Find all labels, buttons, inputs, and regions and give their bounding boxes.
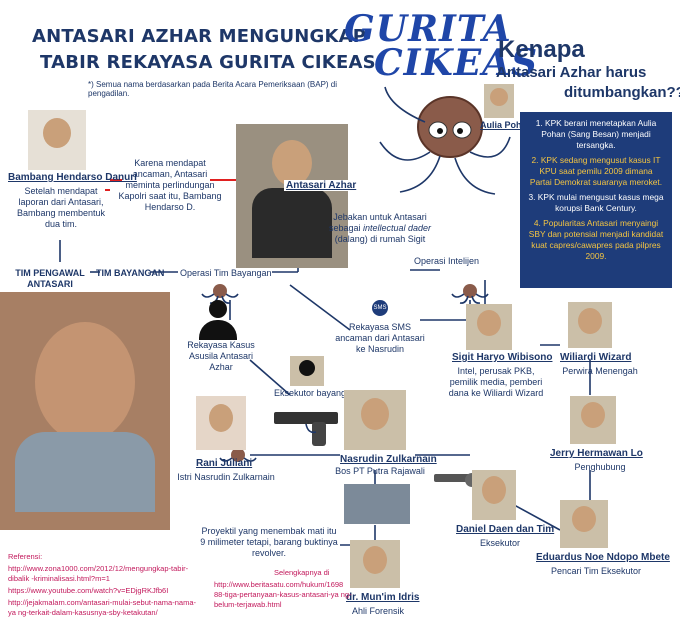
wiliardi-desc: Perwira Menengah: [562, 366, 638, 376]
rekayasa-sms: Rekayasa SMS ancaman dari Antasari ke Na…: [335, 322, 425, 354]
jerry-name: Jerry Hermawan Lo: [550, 448, 643, 459]
question-line-1: Kenapa: [498, 36, 585, 63]
jebakan-tail: (dalang) di rumah Sigit: [334, 234, 426, 244]
eduardus-photo: [560, 500, 608, 548]
bambang-photo: [28, 110, 86, 170]
reason-1: 1. KPK berani menetapkan Aulia Pohan (Sa…: [535, 118, 657, 150]
op-intelijen: Operasi Intelijen: [414, 256, 480, 266]
sms-icon: SMS: [372, 300, 388, 316]
nasrudin-desc: Bos PT Putra Rajawali: [335, 466, 425, 476]
tim-bayangan: TIM BAYANGAN: [96, 268, 165, 278]
eksekutor-photo: [290, 356, 324, 386]
car-photo: [344, 484, 410, 524]
wiliardi-photo: [568, 302, 612, 348]
footnote: *) Semua nama berdasarkan pada Berita Ac…: [88, 80, 338, 98]
eduardus-name: Eduardus Noe Ndopo Mbete: [536, 552, 670, 563]
title-line-2: TABIR REKAYASA GURITA CIKEAS: [40, 52, 376, 73]
nasrudin-name: Nasrudin Zulkarnain: [340, 454, 437, 465]
munim-desc: Ahli Forensik: [351, 606, 405, 616]
sigit-desc: Intel, perusak PKB, pemilik media, pembe…: [448, 366, 544, 398]
karena-text: Karena mendapat ancaman, Antasari memint…: [118, 158, 222, 212]
daniel-photo: [472, 470, 516, 520]
reason-2: 2. KPK sedang mengusut kasus IT KPU saat…: [529, 155, 663, 187]
question-line-3: ditumbangkan??: [564, 84, 680, 101]
jebakan-text: Jebakan untuk Antasari sebagai intellect…: [318, 212, 442, 245]
sigit-name: Sigit Haryo Wibisono: [452, 352, 553, 363]
ref-link-3[interactable]: http://jejakmalam.com/antasari-mulai-seb…: [8, 598, 196, 617]
selengkapnya-label: Selengkapnya di: [274, 568, 330, 577]
octopus-small-icon-3: [219, 448, 257, 462]
daniel-desc: Eksekutor: [479, 538, 521, 548]
jerry-photo: [570, 396, 616, 444]
octopus-small-icon: [201, 284, 239, 304]
jebakan-italic: intellectual dader: [363, 223, 432, 233]
reasons-box: 1. KPK berani menetapkan Aulia Pohan (Sa…: [520, 112, 672, 288]
munim-photo: [350, 540, 400, 588]
eksekutor-bayangan: Eksekutor bayangan: [274, 388, 357, 398]
jerry-desc: Penghubung: [574, 462, 626, 472]
aulia-photo: [484, 84, 514, 118]
jebakan-main: Jebakan untuk Antasari sebagai: [328, 212, 427, 233]
octopus-small-icon-2: [451, 284, 489, 304]
op-bayangan: Operasi Tim Bayangan: [180, 268, 272, 278]
tim-pengawal: TIM PENGAWAL ANTASARI: [15, 268, 85, 289]
bambang-name: Bambang Hendarso Danuri: [8, 172, 137, 183]
munim-name: dr. Mun'im Idris: [346, 592, 420, 603]
rekayasa-kasus: Rekayasa Kasus Asusila Antasari Azhar: [187, 340, 255, 372]
connector-eksekutor: [249, 359, 291, 396]
ref-label: Referensi:: [8, 552, 43, 561]
sigit-photo: [466, 304, 512, 350]
rani-photo: [196, 396, 246, 450]
reason-3: 3. KPK mulai mengusut kasus mega korupsi…: [528, 192, 664, 213]
ref-link-2[interactable]: https://www.youtube.com/watch?v=EDjgRKJf…: [8, 586, 169, 595]
silhouette-icon: [196, 300, 240, 340]
connector-sms: [289, 284, 351, 331]
aulia-name: Aulia Pohan: [480, 120, 533, 130]
logo-gurita: GURITA: [344, 8, 512, 50]
wiliardi-name: Wiliardi Wizard: [560, 352, 632, 363]
rani-desc: Istri Nasrudin Zulkarnain: [177, 472, 275, 482]
daniel-name: Daniel Daen dan Tim: [456, 524, 555, 535]
title-line-1: ANTASARI AZHAR MENGUNGKAP: [32, 26, 367, 47]
pistol-icon: [274, 412, 338, 446]
proyektil-text: Proyektil yang menembak mati itu 9 milim…: [200, 526, 338, 558]
octopus-icon: [379, 86, 511, 195]
eduardus-desc: Pencari Tim Eksekutor: [550, 566, 642, 576]
rani-name: Rani Juliani: [196, 458, 253, 469]
selengkapnya-link[interactable]: http://www.beritasatu.com/hukum/1698 88-…: [214, 580, 352, 609]
antasari-name: Antasari Azhar: [284, 180, 359, 191]
antasari-photo: [236, 124, 348, 268]
bambang-desc: Setelah mendapat laporan dari Antasari, …: [16, 186, 106, 229]
ref-link-1[interactable]: http://www.zona1000.com/2012/12/mengungk…: [8, 564, 189, 583]
sby-photo: [0, 292, 170, 530]
nasrudin-photo: [344, 390, 406, 450]
question-line-2: Antasari Azhar harus: [496, 64, 647, 81]
logo-cikeas: CIKEAS: [374, 42, 539, 84]
reason-4: 4. Popularitas Antasari menyaingi SBY da…: [528, 218, 664, 261]
